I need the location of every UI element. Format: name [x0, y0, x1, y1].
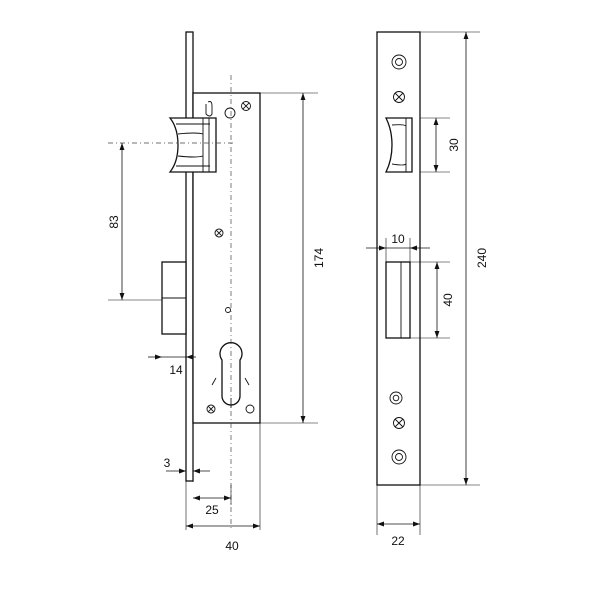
dim-174-label: 174: [312, 248, 326, 268]
dim-3-label: 3: [164, 456, 171, 470]
case-hole-mid: [225, 307, 231, 313]
front-deadbolt-opening: [385, 261, 411, 339]
dead-bolt: [161, 261, 187, 335]
front-view: 30 10 40 240 22: [366, 31, 489, 548]
dim-240-label: 240: [475, 248, 489, 268]
case-screw-top-icon: [241, 101, 251, 111]
front-latch-opening: [384, 117, 413, 173]
front-faceplate: [376, 31, 421, 486]
front-hole-top: [391, 54, 407, 70]
front-screw-top-icon: [393, 91, 405, 103]
dim-14-label: 14: [169, 363, 183, 377]
dim-40-width-label: 40: [225, 539, 239, 553]
keyhole-ticks: [211, 377, 250, 386]
front-screw-bottom-icon: [393, 417, 405, 429]
dim-10-label: 10: [391, 232, 405, 246]
faceplate-strip: [185, 31, 194, 482]
case-screw-mid-icon: [214, 228, 224, 238]
dim-83-label: 83: [107, 215, 121, 229]
side-view: 83 174 14 3 25 40: [107, 31, 326, 553]
case-slot-top: [205, 101, 213, 117]
front-hole-bottom-upper: [389, 391, 403, 405]
front-hole-bottom: [391, 449, 407, 465]
dim-25-label: 25: [205, 503, 219, 517]
dim-22-label: 22: [391, 534, 405, 548]
dim-40-height-label: 40: [441, 293, 455, 307]
latch-bolt: [168, 117, 217, 173]
cylinder-keyhole: [219, 342, 243, 406]
case-hole-bottom: [245, 404, 255, 414]
dim-30-label: 30: [447, 138, 461, 152]
case-hole-top: [224, 107, 236, 119]
case-screw-bottom-icon: [206, 404, 216, 414]
